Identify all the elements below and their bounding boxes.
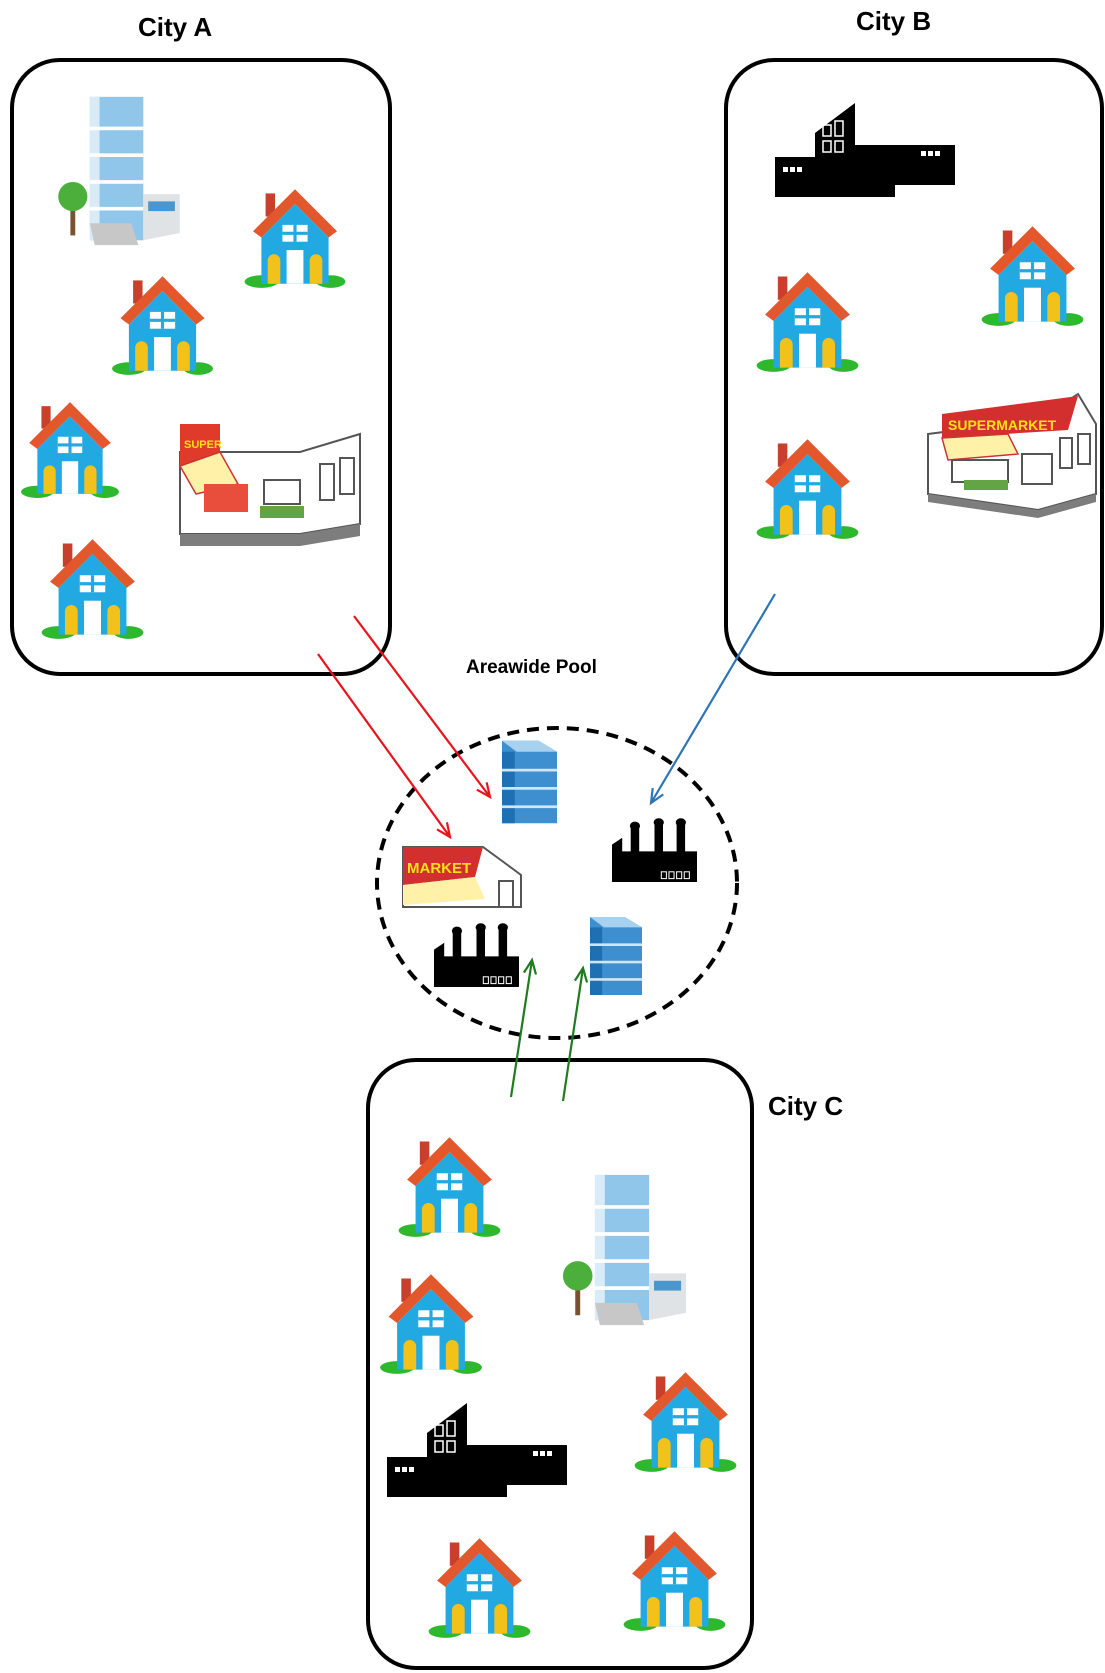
office-building-icon [590,915,642,997]
house-icon [39,537,146,641]
office-building-icon [502,739,557,825]
house-icon [632,1370,739,1474]
house-icon [621,1529,728,1633]
city-a-label: City A [138,12,212,42]
factory-icon [612,817,697,883]
city-c-label: City C [768,1091,843,1121]
city-c-box [366,1058,754,1670]
factory-icon [434,922,519,988]
factory-icon [387,1403,567,1498]
city-b-box [724,58,1104,676]
house-icon [19,400,121,500]
arrowhead [573,965,589,983]
supermarket-sign: SUPER [184,439,222,451]
office-building-icon [58,95,180,247]
arrowhead [476,782,492,800]
flow-arrows [317,593,776,1102]
supermarket-sign: MARKET [407,860,471,877]
areawide-pool-circle [375,726,739,1040]
arrow-city-a-to-pool [353,615,492,800]
house-icon [754,270,861,374]
city-a-box [10,58,392,676]
office-building-icon [562,1173,687,1327]
house-icon [110,274,215,377]
arrowhead [436,822,452,840]
house-icon [754,437,861,541]
areawide-pool-label: Areawide Pool [466,657,597,678]
city-b-label: City B [856,6,931,36]
arrow-city-c-to-pool [561,965,589,1102]
factory-icon [775,103,955,198]
arrow-city-b-to-pool [649,593,776,806]
supermarket-icon: SUPER [178,424,361,546]
house-icon [426,1536,533,1640]
supermarket-sign: SUPERMARKET [948,417,1057,433]
house-icon [378,1272,484,1376]
house-icon [979,224,1086,328]
house-icon [242,187,348,290]
arrow-city-a-to-pool [317,653,452,840]
arrowhead [522,957,538,975]
supermarket-icon: MARKET [402,846,522,908]
arrow-city-c-to-pool [509,957,538,1098]
supermarket-icon: SUPERMARKET [927,392,1097,518]
arrowhead [649,787,664,806]
house-icon [396,1135,503,1239]
